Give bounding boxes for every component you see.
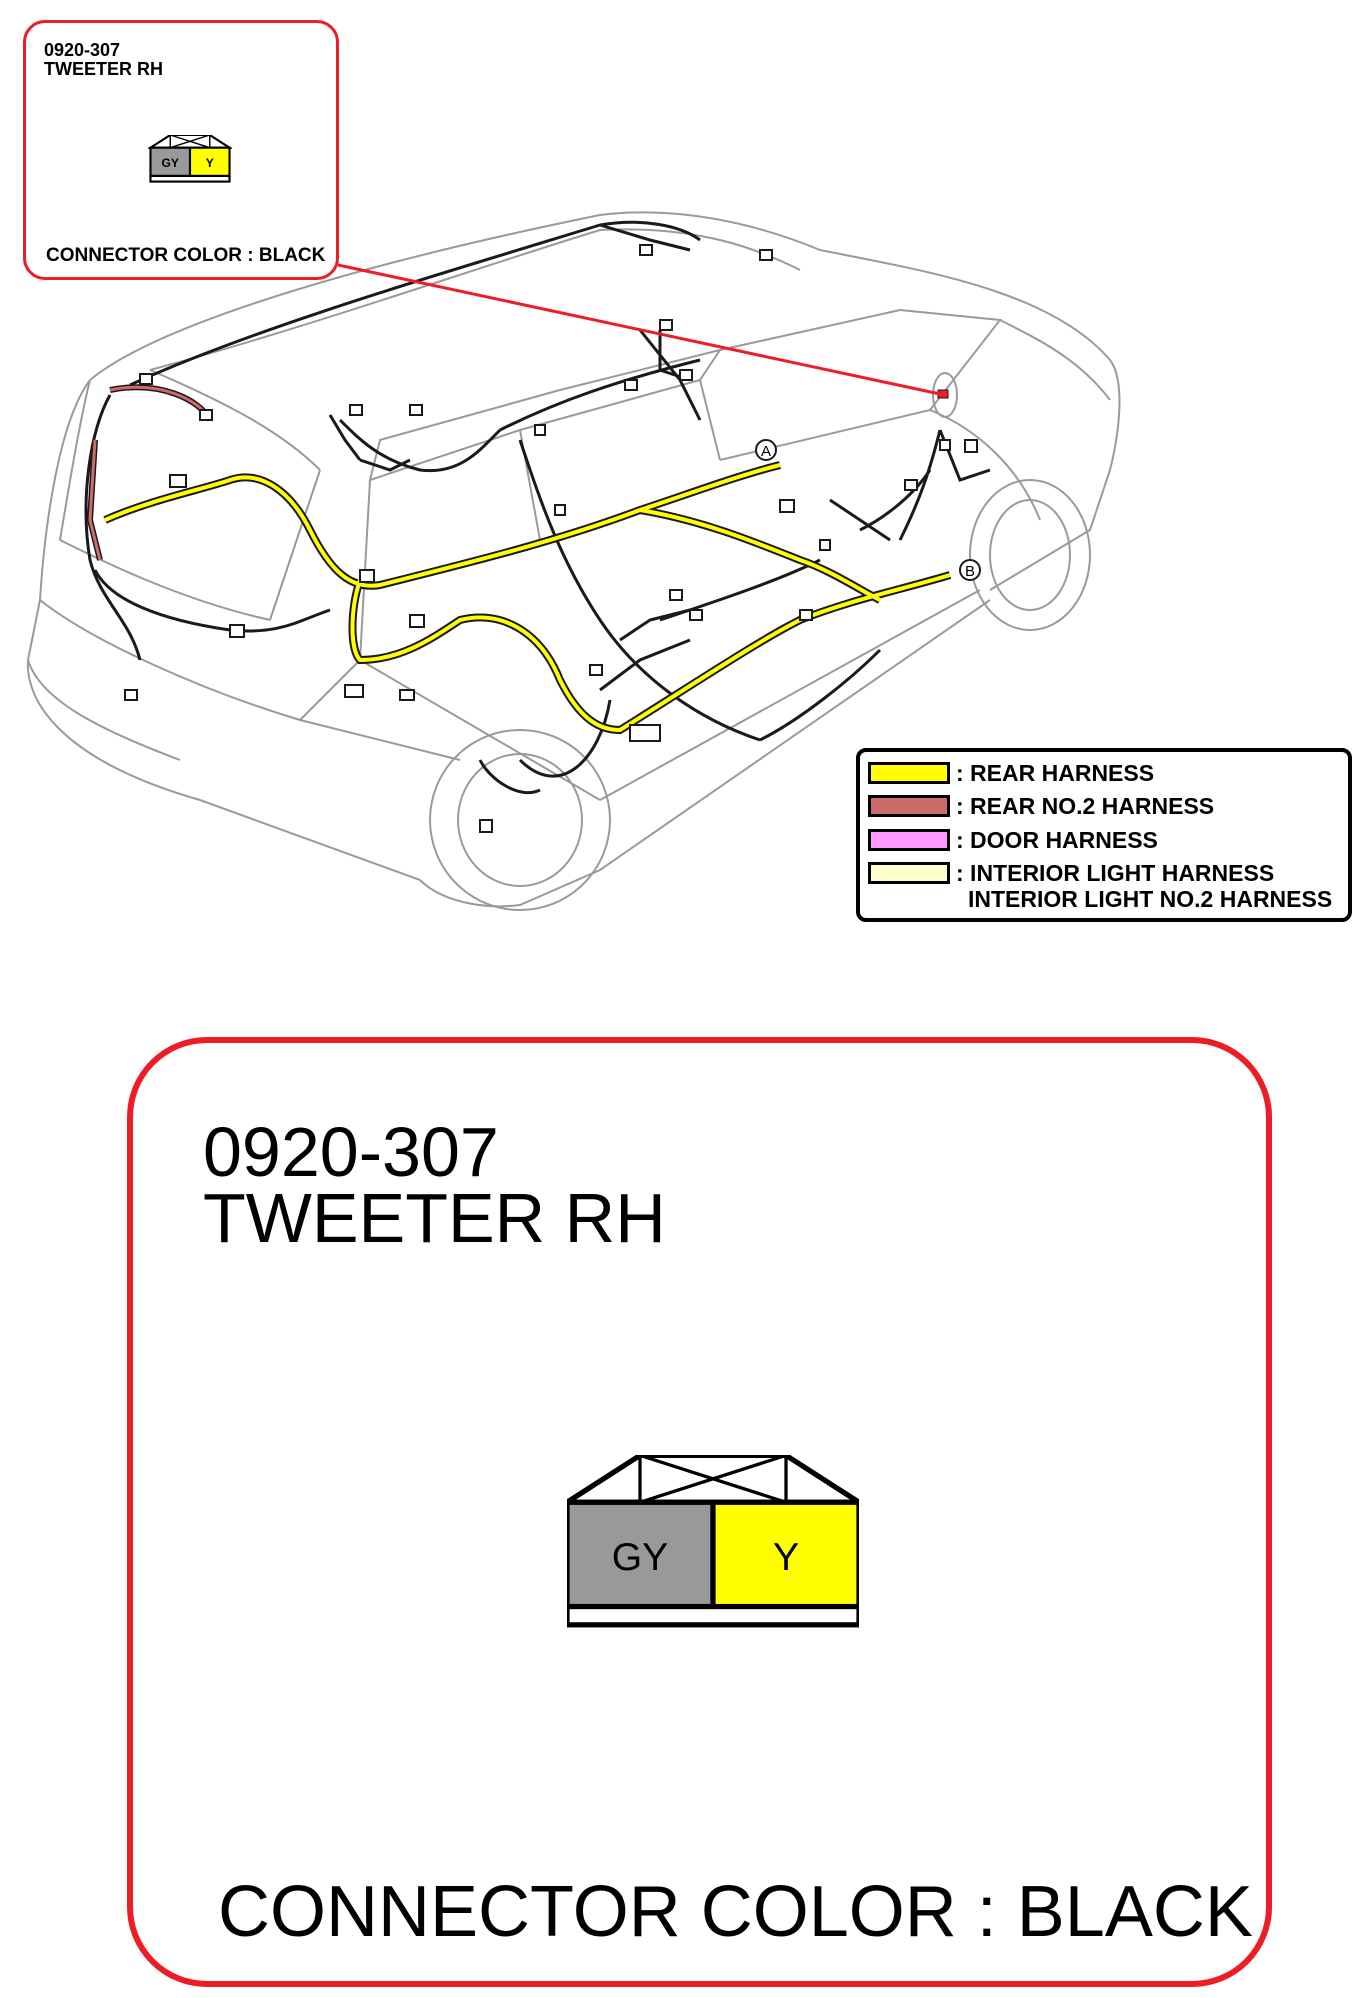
connector-color-small: CONNECTOR COLOR : BLACK <box>46 245 326 266</box>
marker-b-label: B <box>965 563 975 580</box>
legend-label-interior-light-group: : INTERIOR LIGHT HARNESS INTERIOR LIGHT … <box>956 860 1332 912</box>
connector-callout-large: 0920-307 TWEETER RH GY Y CONNECTOR COLOR… <box>127 1037 1272 1987</box>
legend-label-rear: : REAR HARNESS <box>956 760 1155 786</box>
black-wires <box>84 220 991 795</box>
legend-label-rear-no2: : REAR NO.2 HARNESS <box>956 793 1215 819</box>
legend-item-rear-harness: : REAR HARNESS <box>868 760 1154 790</box>
legend-item-rear-no2-harness: : REAR NO.2 HARNESS <box>868 793 1214 823</box>
rear-no2-harness-fill <box>88 385 212 561</box>
rear-harness-outline <box>103 461 952 735</box>
marker-b: B <box>959 559 981 581</box>
harness-legend: : REAR HARNESS : REAR NO.2 HARNESS : DOO… <box>856 748 1352 922</box>
connector-callout-large-title: 0920-307 TWEETER RH <box>203 1113 666 1257</box>
tweeter-rh-location <box>932 372 958 418</box>
legend-item-door-harness: : DOOR HARNESS <box>868 827 1158 857</box>
pin-label-large-y: Y <box>773 1536 799 1579</box>
legend-item-interior-light-harness: : INTERIOR LIGHT HARNESS INTERIOR LIGHT … <box>868 860 1332 916</box>
connector-callout-small: 0920-307 TWEETER RH GY Y CONNECTOR COLOR… <box>23 20 339 280</box>
connector-face-small: GY Y <box>148 135 232 183</box>
legend-swatch-rear <box>868 762 950 784</box>
pin-label-small-y: Y <box>206 156 214 170</box>
harness-connectors <box>124 244 978 833</box>
connector-code-large: 0920-307 <box>203 1113 499 1191</box>
pin-label-large-gy: GY <box>612 1536 668 1579</box>
connector-callout-small-title: 0920-307 TWEETER RH <box>44 41 163 79</box>
pin-label-small-gy: GY <box>162 156 179 170</box>
rear-harness-fill <box>104 463 951 733</box>
legend-label-interior-light-no2: INTERIOR LIGHT NO.2 HARNESS <box>968 886 1333 912</box>
legend-swatch-interior-light <box>868 862 950 884</box>
legend-label-door: : DOOR HARNESS <box>956 827 1158 853</box>
marker-a: A <box>755 439 777 461</box>
callout-leader-line <box>337 263 941 396</box>
vehicle-harness-illustration: A B <box>26 211 1121 911</box>
legend-swatch-door <box>868 829 950 851</box>
legend-label-interior-light: : INTERIOR LIGHT HARNESS <box>956 860 1275 886</box>
connector-code-small: 0920-307 <box>44 40 121 60</box>
connector-name-small: TWEETER RH <box>44 59 163 79</box>
rear-no2-harness-wire <box>86 384 213 561</box>
connector-color-large: CONNECTOR COLOR : BLACK <box>218 1872 1253 1952</box>
connector-name-large: TWEETER RH <box>203 1179 666 1257</box>
legend-swatch-rear-no2 <box>868 795 950 817</box>
connector-face-large: GY Y <box>567 1455 859 1628</box>
marker-a-label: A <box>761 443 771 460</box>
